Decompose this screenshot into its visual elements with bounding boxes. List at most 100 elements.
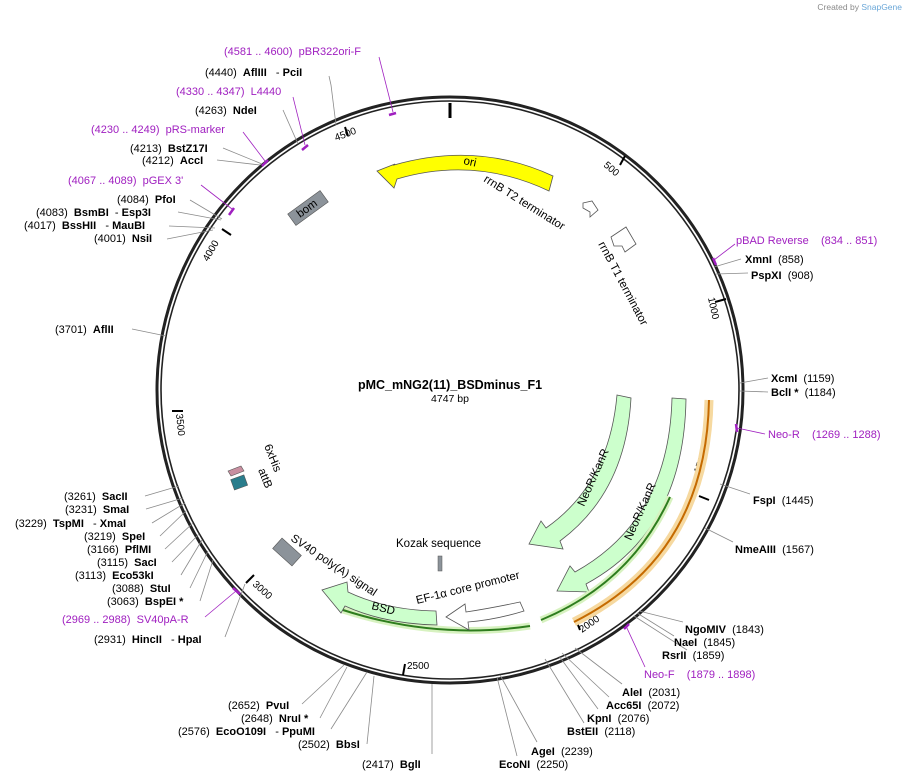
site-name: StuI <box>150 583 171 595</box>
tick-1500 <box>698 495 710 501</box>
kozak-label: Kozak sequence <box>396 538 481 550</box>
site-kpni: KpnI (2076) <box>587 713 649 725</box>
leader-smai <box>145 497 184 510</box>
site-pos: (3063) <box>107 596 139 608</box>
site-name: BssHII <box>62 220 96 232</box>
leader-nsii <box>166 229 214 240</box>
site-name: AccI <box>180 155 203 167</box>
leader-acci <box>216 159 261 166</box>
leader-pspxi <box>715 272 749 275</box>
site-pos: (3219) <box>84 531 116 543</box>
primer-pos-sv40pa-r: (2969 .. 2988) <box>62 614 131 626</box>
plasmid-name: pMC_mNG2(11)_BSDminus_F1 <box>358 378 542 392</box>
site-bsmbi-esp3i: (4083) BsmBI - Esp3I <box>36 207 151 219</box>
ori-label: ori <box>462 155 477 169</box>
primer-pos-prs-marker: (4230 .. 4249) <box>91 124 160 136</box>
site-saci: (3115) SacI <box>97 557 157 569</box>
rrnb-t2-terminator-arrow <box>582 200 599 218</box>
leader-bsmbi <box>177 211 222 221</box>
site-pos: (1567) <box>782 544 814 556</box>
leader-ndeI <box>282 109 299 145</box>
tick-label-1000: 1000 <box>705 296 720 320</box>
site-stui: (3088) StuI <box>112 583 171 595</box>
ef1a-promoter-arrow <box>445 601 525 631</box>
leader-ngomiv <box>638 610 684 623</box>
leader-alei <box>574 647 623 685</box>
primer-name-prs-marker: pRS-marker <box>166 124 226 136</box>
credit-prefix: Created by <box>817 2 859 12</box>
primer-label-pbr322ori-f: (4581 .. 4600) pBR322ori-F <box>224 46 361 58</box>
site-pos: (1845) <box>703 637 735 649</box>
site-pos: (3115) <box>97 557 128 569</box>
site-pos: (2072) <box>648 700 680 712</box>
primer-pos-pbr322ori-f: (4581 .. 4600) <box>224 46 293 58</box>
leader-bsshii <box>168 225 216 229</box>
leader-bstz17i <box>222 147 263 165</box>
leader-aflIII <box>328 75 337 126</box>
primer-mark-pbr322ori-f <box>388 111 397 117</box>
site-pos: (1445) <box>782 495 814 507</box>
site-bsshii-maubi: (4017) BssHII - MauBI <box>24 220 145 232</box>
site-pos: (2031) <box>648 687 680 699</box>
primer-mark-prs-marker <box>261 159 269 167</box>
plasmid-length: 4747 bp <box>431 393 469 405</box>
site-sacii: (3261) SacII <box>64 491 128 503</box>
tick-500 <box>619 155 626 166</box>
leader-naei <box>636 612 675 637</box>
site-name: SacII <box>102 491 128 503</box>
site-ndei: (4263) NdeI <box>195 105 257 117</box>
site-name: BspEI * <box>145 596 184 608</box>
primer-leaders <box>200 56 766 668</box>
site-aflIII-pcii: (4440) AflIII - PciI <box>205 67 302 79</box>
leader-rsrii <box>633 615 688 651</box>
attb-box <box>230 474 249 491</box>
site-name: BstZ17I <box>168 143 208 155</box>
leader-ecoo109i <box>330 671 368 730</box>
site-pos: (1843) <box>732 624 764 636</box>
site-name-extra: HpaI <box>178 634 202 646</box>
site-bcli: BclI * (1184) <box>771 387 836 399</box>
leader-xcmi <box>739 377 769 384</box>
site-name: Eco53kI <box>112 570 154 582</box>
site-pos: (3701) <box>55 324 87 336</box>
site-pos: (3261) <box>64 491 96 503</box>
primer-leader-sv40pa-r <box>204 590 237 618</box>
primer-mark-l4440 <box>301 144 309 151</box>
primer-leader-pbr322ori-f <box>378 56 394 113</box>
leader-bcli <box>739 390 769 393</box>
site-pos: (2417) <box>362 759 394 771</box>
site-tspmi-xmai: (3229) TspMI - XmaI <box>15 518 126 530</box>
leader-xmni <box>713 258 742 268</box>
site-pos: (2502) <box>298 739 330 751</box>
site-ecoo109i-ppumi: (2576) EcoO109I - PpuMI <box>178 726 315 738</box>
primer-name-l4440: L4440 <box>251 86 282 98</box>
site-pos: (3229) <box>15 518 47 530</box>
site-smai: (3231) SmaI <box>65 504 129 516</box>
leader-pflmi <box>164 522 194 550</box>
leader-eco53ki <box>180 539 203 576</box>
ef1a-promoter-label: EF-1α core promoter <box>415 569 521 606</box>
site-name: XcmI <box>771 373 797 385</box>
site-pos: (4083) <box>36 207 68 219</box>
site-aflii: (3701) AflII <box>55 324 114 336</box>
leader-nmeaiii <box>704 527 734 543</box>
leader-fspi <box>719 483 751 495</box>
site-pos: (4263) <box>195 105 227 117</box>
leader-acc65i <box>561 652 610 698</box>
site-pos: (2648) <box>241 713 273 725</box>
site-nrui: (2648) NruI * <box>241 713 309 725</box>
primer-leader-prs-marker <box>242 131 266 162</box>
site-name: NaeI <box>674 637 697 649</box>
leader-saci <box>171 533 200 563</box>
bsd-arrow <box>321 581 438 626</box>
site-xmni: XmnI (858) <box>745 254 804 266</box>
site-name: AflII <box>93 324 114 336</box>
primer-pos-neo-f: (1879 .. 1898) <box>687 669 756 681</box>
leader-bbsi <box>366 675 375 745</box>
neor-kanr-inner-arrow <box>528 394 632 550</box>
primer-mark-neo-r <box>734 423 739 433</box>
site-name: RsrII <box>662 650 686 662</box>
site-name: SpeI <box>122 531 145 543</box>
tick-label-3000: 3000 <box>250 579 274 602</box>
